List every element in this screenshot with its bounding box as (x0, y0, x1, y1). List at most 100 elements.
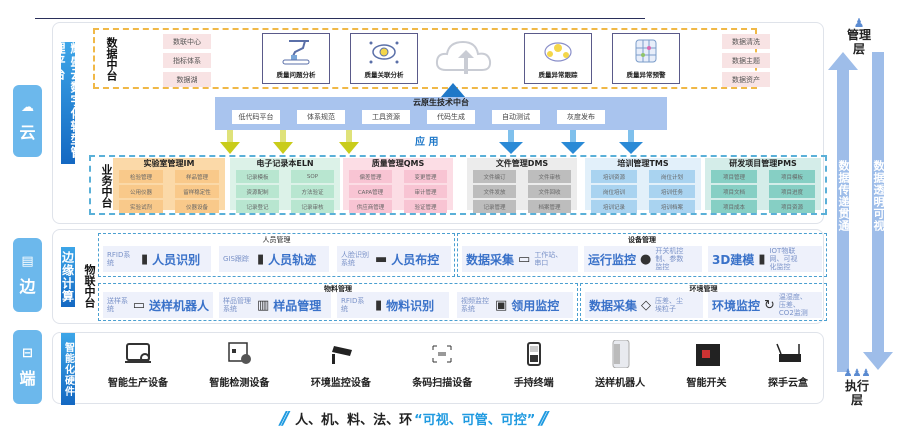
data-item[interactable]: 数据主题 (722, 53, 770, 68)
app-label: 应 用 (415, 137, 439, 148)
data-item[interactable]: 数联中心 (163, 34, 211, 49)
module-item[interactable]: 样品管理 (175, 170, 219, 183)
module-item[interactable]: 公用仪器 (119, 185, 163, 198)
module-item[interactable]: 供应商管理 (349, 200, 392, 213)
module-item[interactable]: 文件发放 (473, 185, 516, 198)
module-item[interactable]: 培训任务 (649, 185, 695, 198)
module-item[interactable]: 方法验证 (291, 185, 334, 198)
robot-icon (612, 340, 630, 368)
layer-edge-label: 边 (19, 276, 36, 296)
quality-card[interactable]: 质量异常预警 (612, 33, 680, 84)
quality-card[interactable]: 质量关联分析 (350, 33, 418, 84)
data-item[interactable]: 数据湖 (163, 72, 211, 87)
edge-item-system: RFID系统 (341, 297, 365, 313)
cloud-native-item[interactable]: 工具资源 (362, 110, 410, 124)
module-item[interactable]: 仪器设备 (175, 200, 219, 213)
edge-item[interactable]: 送样系统▭送样机器人 (103, 292, 213, 318)
edge-item[interactable]: RFID系统▮物料识别 (337, 292, 449, 318)
cloud-native-item[interactable]: 代码生成 (427, 110, 475, 124)
module-item[interactable]: 文件审核 (528, 170, 571, 183)
module-item[interactable]: 项目进度 (769, 185, 815, 198)
hardware-item[interactable]: 智能开关 (687, 340, 727, 389)
module-item[interactable]: 项目成本 (711, 200, 757, 213)
module-item[interactable]: 留样稳定性 (175, 185, 219, 198)
eye-network-icon (369, 41, 399, 64)
iot-plug-icon: ▮ (758, 251, 766, 267)
edge-item[interactable]: 运行监控●开关机控制、参数监控 (584, 246, 702, 272)
module-item[interactable]: 岗位培训 (591, 185, 637, 198)
module-item[interactable]: SOP (291, 170, 334, 183)
layer-tab-edge[interactable]: ▤ 边 (13, 238, 42, 312)
module-item[interactable]: 岗位计划 (649, 170, 695, 183)
cloud-native-item[interactable]: 灰度发布 (557, 110, 605, 124)
hardware-item[interactable]: 探手云盒 (768, 340, 808, 389)
module-item[interactable]: 验证管理 (404, 200, 447, 213)
edge-item[interactable]: 人脸识别系统▬人员布控 (337, 246, 451, 272)
cloud-native-item[interactable]: 自动测试 (492, 110, 540, 124)
hardware-label: 环境监控设备 (310, 378, 371, 389)
layer-tab-cloud[interactable]: ☁ 云 (13, 85, 42, 157)
module-item[interactable]: 培训记录 (591, 200, 637, 213)
edge-item[interactable]: GIS跟踪▮人员轨迹 (219, 246, 329, 272)
module-grid: 记录模板 SOP 资源配制方法验证记录登记记录审核 (230, 170, 340, 213)
layer-end-label: 端 (19, 368, 36, 388)
data-item[interactable]: 指标体系 (163, 53, 211, 68)
hardware-item[interactable]: 条码扫描设备 (412, 340, 472, 389)
edge-item[interactable]: 视频监控系统▣领用监控 (457, 292, 573, 318)
module-item[interactable]: 变更管理 (404, 170, 447, 183)
hardware-item[interactable]: 环境监控设备 (311, 340, 371, 389)
module-item[interactable]: 实验试剂 (119, 200, 163, 213)
module-item[interactable]: 培训资源 (591, 170, 637, 183)
quality-card-label: 质量关联分析 (364, 71, 404, 79)
module-item[interactable]: 资源配制 (236, 185, 279, 198)
module-item[interactable]: CAPA管理 (349, 185, 392, 198)
handheld-icon (526, 342, 541, 366)
cloud-native-item[interactable]: 体系规范 (297, 110, 345, 124)
hardware-item[interactable]: 手持终端 (514, 340, 554, 389)
hardware-item[interactable]: 智能生产设备 (108, 340, 168, 389)
group-title: 物料管理 (324, 285, 352, 293)
edge-item[interactable]: 数据采集▭工作站、串口 (462, 246, 578, 272)
module-item[interactable]: 记录模板 (236, 170, 279, 183)
quality-card[interactable]: 质量问题分析 (262, 33, 330, 84)
module-item[interactable]: 记录管理 (473, 200, 516, 213)
module-item[interactable]: 文件编订 (473, 170, 516, 183)
hardware-item[interactable]: 智能检测设备 (209, 340, 269, 389)
module-item[interactable]: 记录审核 (291, 200, 334, 213)
edge-item[interactable]: RFID系统▮人员识别 (103, 246, 211, 272)
module-item[interactable]: 项目管理 (711, 170, 757, 183)
module-item[interactable]: 偏差管理 (349, 170, 392, 183)
hardware-label: 送样机器人 (595, 378, 646, 389)
dome-camera-icon: ● (640, 251, 652, 267)
module-item[interactable]: 记录登记 (236, 200, 279, 213)
module-item[interactable]: 培训档案 (649, 200, 695, 213)
quality-card[interactable]: 质量异常跟踪 (524, 33, 592, 84)
layer-tab-end[interactable]: ⊟ 端 (13, 330, 42, 404)
module-item[interactable]: 项目文档 (711, 185, 757, 198)
gps-tracker-icon: ▮ (257, 251, 265, 267)
module-item[interactable]: 项目模板 (769, 170, 815, 183)
cloud-native-item[interactable]: 低代码平台 (232, 110, 280, 124)
data-item[interactable]: 数据清洗 (722, 34, 770, 49)
data-item[interactable]: 数据资产 (722, 72, 770, 87)
edge-item-label: 环境监控 (712, 298, 761, 313)
edge-item[interactable]: 数据采集◇压差、尘埃粒子 (585, 292, 703, 318)
edge-item[interactable]: 3D建模▮IOT物联网、可视化监控 (708, 246, 822, 272)
module-item[interactable]: 档案管理 (528, 200, 571, 213)
module-item[interactable]: 文件回收 (528, 185, 571, 198)
quality-card-label: 质量问题分析 (276, 71, 316, 79)
module-item[interactable]: 项目资源 (769, 200, 815, 213)
edge-item[interactable]: 环境监控↻温湿度、压差、CO2监测 (708, 292, 822, 318)
edge-title: 边缘计算 (61, 247, 75, 307)
module-item[interactable]: 检验管理 (119, 170, 163, 183)
hardware-item[interactable]: 送样机器人 (595, 340, 645, 389)
module-item[interactable]: 审计管理 (404, 185, 447, 198)
cloud-icon: ☁ (21, 99, 34, 115)
edge-item[interactable]: 样品管理系统▥样品管理 (219, 292, 331, 318)
